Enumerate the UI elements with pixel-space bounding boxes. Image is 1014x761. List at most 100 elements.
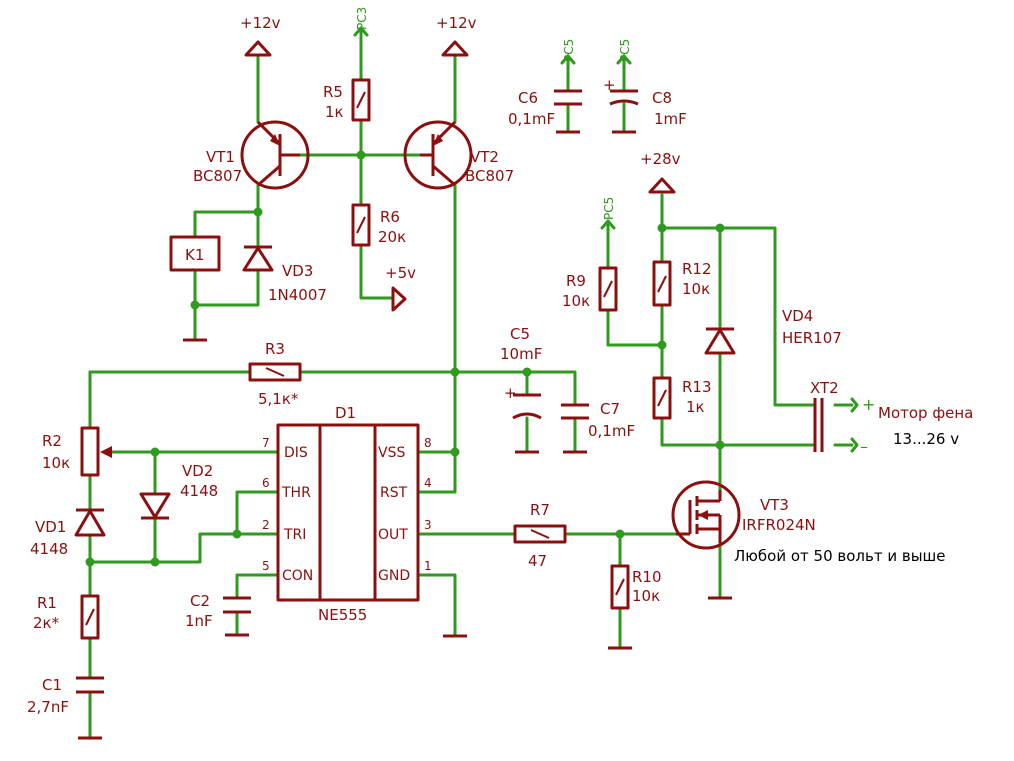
resistor-icon: [351, 203, 371, 247]
xt2-plus: +: [862, 395, 875, 414]
c5-value: 10mF: [500, 345, 542, 363]
pnp-transistor-icon: [403, 120, 473, 190]
vt3-ref: VT3: [760, 496, 789, 514]
d1-ref: D1: [335, 404, 356, 422]
diode-vd2: VD2 4148: [139, 462, 218, 520]
pin-dis-number: 7: [262, 436, 270, 450]
vt2-ref: VT2: [470, 148, 499, 166]
diode-icon: [74, 509, 106, 537]
junction-dot: [657, 223, 667, 233]
power-symbols: +12v +12v PC3 +5v PC5 PC5 PC5 +28v: [240, 7, 681, 312]
c6-value: 0,1mF: [508, 110, 555, 128]
net-label-pc5: PC5: [562, 39, 576, 62]
capacitor-c2: C2 1nF: [185, 592, 251, 630]
capacitor-c5: + C5 10mF: [500, 325, 542, 420]
junction-dot: [657, 340, 667, 350]
resistor-r10: R10 10к: [610, 564, 662, 610]
resistor-r12: R12 10к: [652, 260, 712, 307]
diode-vd4: VD4 HER107: [704, 307, 842, 355]
junction-dot: [85, 557, 95, 567]
resistor-icon: [652, 376, 672, 420]
ic-ne555: D1 NE555 DIS 7 THR 6 TRI 2 CON 5 VSS 8 R…: [262, 404, 432, 624]
r1-ref: R1: [37, 594, 57, 612]
r6-ref: R6: [380, 208, 400, 226]
vt1-ref: VT1: [206, 148, 235, 166]
r7-value: 47: [528, 552, 547, 570]
pin-thr-label: THR: [281, 485, 311, 501]
c2-value: 1nF: [185, 612, 213, 630]
vd2-value: 4148: [180, 482, 218, 500]
vt2-value: BC807: [465, 167, 514, 185]
junction-dot: [615, 529, 625, 539]
capacitor-c7: C7 0,1mF: [561, 400, 635, 440]
c7-ref: C7: [600, 400, 620, 418]
r6-value: 20к: [378, 228, 406, 246]
c7-value: 0,1mF: [588, 422, 635, 440]
transistor-vt2: VT2 BC807: [403, 120, 514, 190]
r13-ref: R13: [682, 378, 712, 396]
resistor-icon: [351, 78, 371, 122]
junction-dot: [232, 529, 242, 539]
diode-icon: [704, 328, 736, 355]
transistor-vt1: VT1 BC807: [193, 120, 310, 190]
diode-vd1: VD1 4148: [30, 508, 106, 558]
potentiometer-r2: R2 10к: [42, 426, 112, 477]
c8-value: 1mF: [654, 110, 687, 128]
power-arrow-icon: [244, 40, 272, 57]
c5-ref: C5: [510, 325, 530, 343]
r3-value: 5,1к*: [258, 390, 299, 408]
junction-dot: [715, 440, 725, 450]
resistor-r5: R5 1к: [323, 78, 371, 122]
r1-value: 2к*: [33, 614, 60, 632]
diode-vd3: VD3 1N4007: [242, 245, 327, 304]
vd2-ref: VD2: [182, 462, 213, 480]
r5-ref: R5: [323, 83, 343, 101]
resistor-icon: [248, 362, 302, 382]
pin-vss-number: 8: [424, 436, 432, 450]
potentiometer-icon: [80, 426, 100, 477]
pin-vss-label: VSS: [378, 445, 405, 461]
pin-out-number: 3: [424, 518, 432, 532]
pin-gnd-label: GND: [378, 568, 410, 584]
ic-body: [276, 423, 420, 602]
resistor-r7: R7 47: [513, 501, 567, 570]
xt2-label: Мотор фена: [878, 404, 973, 422]
diode-icon: [242, 246, 274, 272]
pnp-transistor-icon: [240, 120, 310, 190]
resistor-r13: R13 1к: [652, 376, 712, 420]
r10-ref: R10: [632, 568, 662, 586]
r2-ref: R2: [42, 432, 62, 450]
pin-tri-number: 2: [262, 518, 270, 532]
vd4-value: HER107: [782, 329, 842, 347]
vt3-note: Любой от 50 вольт и выше: [734, 547, 946, 565]
net-label-pc5: PC5: [618, 39, 632, 62]
resistor-icon: [513, 524, 567, 544]
c5-plus-sign: +: [504, 384, 517, 402]
power-arrow-icon: [648, 177, 676, 194]
power-arrow-icon: [391, 286, 407, 312]
mosfet-vt3: VT3 IRFR024N Любой от 50 вольт и выше: [671, 480, 946, 565]
net-label-pc5: PC5: [602, 197, 616, 220]
resistor-r6: R6 20к: [351, 203, 406, 247]
pin-con-number: 5: [262, 559, 270, 573]
resistor-icon: [652, 260, 672, 307]
resistor-r3: R3 5,1к*: [248, 340, 302, 408]
junction-dot: [150, 557, 160, 567]
r9-value: 10к: [562, 292, 590, 310]
ground-symbols: [78, 130, 732, 740]
junction-dot: [450, 447, 460, 457]
net-label-12v: +12v: [436, 14, 477, 32]
pin-thr-number: 6: [262, 476, 270, 490]
c6-ref: C6: [518, 89, 538, 107]
vt1-value: BC807: [193, 167, 242, 185]
r2-value: 10к: [42, 454, 70, 472]
power-arrow-icon: [441, 40, 469, 57]
r5-value: 1к: [325, 103, 344, 121]
junction-dot: [715, 223, 725, 233]
capacitor-c8: + C8 1mF: [603, 76, 687, 128]
capacitor-c6: C6 0,1mF: [508, 89, 582, 128]
pin-gnd-number: 1: [424, 559, 432, 573]
pin-con-label: CON: [282, 568, 313, 584]
pin-rst-number: 4: [424, 476, 432, 490]
